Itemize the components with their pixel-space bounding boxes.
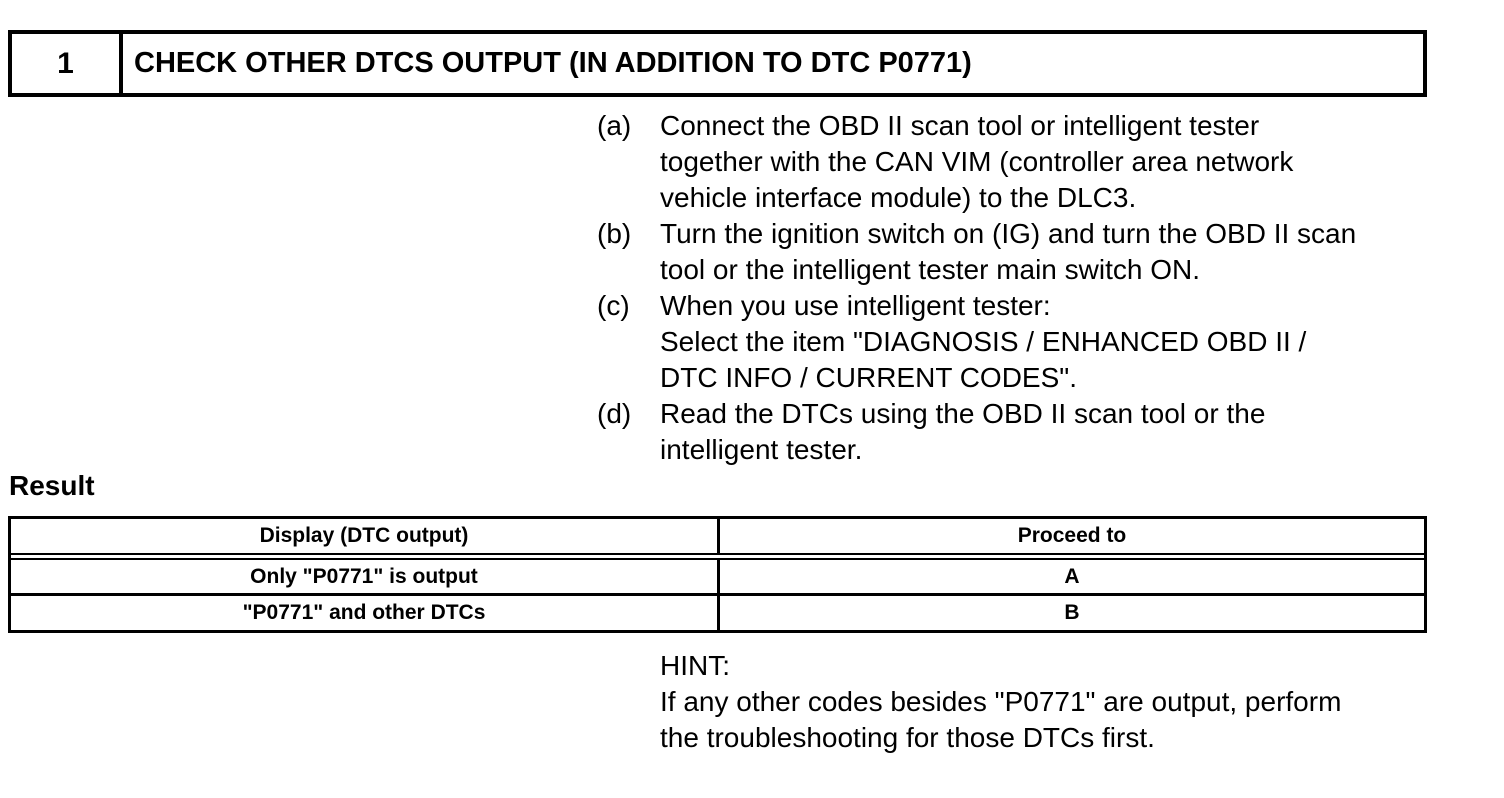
instruction-list: (a) Connect the OBD II scan tool or inte…	[597, 108, 1356, 468]
result-heading: Result	[9, 470, 95, 501]
result-table-row: Only "P0771" is output A	[11, 560, 1424, 596]
step-line: Read the DTCs using the OBD II scan tool…	[660, 398, 1266, 429]
step-line: vehicle interface module) to the DLC3.	[660, 182, 1137, 213]
step-text: Turn the ignition switch on (IG) and tur…	[660, 216, 1356, 288]
instruction-step-d: (d) Read the DTCs using the OBD II scan …	[597, 396, 1356, 468]
instruction-step-b: (b) Turn the ignition switch on (IG) and…	[597, 216, 1356, 288]
step-line: DTC INFO / CURRENT CODES".	[660, 362, 1077, 393]
hint-line: If any other codes besides "P0771" are o…	[660, 686, 1342, 717]
step-header-box: 1 CHECK OTHER DTCS OUTPUT (IN ADDITION T…	[8, 30, 1427, 97]
step-line: tool or the intelligent tester main swit…	[660, 254, 1201, 285]
step-label: (a)	[597, 110, 632, 141]
instruction-step-a: (a) Connect the OBD II scan tool or inte…	[597, 108, 1356, 216]
display-cell: "P0771" and other DTCs	[11, 596, 720, 630]
column-header-proceed-to: Proceed to	[1017, 524, 1127, 547]
step-label: (d)	[597, 398, 632, 429]
step-text: Read the DTCs using the OBD II scan tool…	[660, 396, 1265, 468]
display-cell: Only "P0771" is output	[11, 560, 720, 593]
step-line: intelligent tester.	[660, 434, 863, 465]
step-number: 1	[12, 34, 123, 93]
instruction-step-c: (c) When you use intelligent tester: Sel…	[597, 288, 1356, 396]
result-table: Display (DTC output) Proceed to Only "P0…	[8, 516, 1427, 633]
step-title: CHECK OTHER DTCS OUTPUT (IN ADDITION TO …	[134, 47, 972, 79]
step-label: (b)	[597, 218, 632, 249]
step-text: Connect the OBD II scan tool or intellig…	[660, 108, 1293, 216]
hint-line: the troubleshooting for those DTCs first…	[660, 722, 1155, 753]
step-line: Connect the OBD II scan tool or intellig…	[660, 110, 1260, 141]
result-table-header-row: Display (DTC output) Proceed to	[11, 519, 1424, 560]
step-text: When you use intelligent tester: Select …	[660, 288, 1306, 396]
hint-label: HINT:	[660, 650, 730, 681]
column-header-display: Display (DTC output)	[11, 519, 720, 553]
step-line: Turn the ignition switch on (IG) and tur…	[660, 218, 1357, 249]
result-table-row: "P0771" and other DTCs B	[11, 596, 1424, 630]
proceed-to-cell: B	[1064, 601, 1080, 624]
step-label: (c)	[597, 290, 630, 321]
step-line: Select the item "DIAGNOSIS / ENHANCED OB…	[660, 326, 1307, 357]
hint-block: HINT: If any other codes besides "P0771"…	[660, 648, 1341, 756]
proceed-to-cell: A	[1064, 564, 1080, 588]
step-line: When you use intelligent tester:	[660, 290, 1051, 321]
step-line: together with the CAN VIM (controller ar…	[660, 146, 1294, 177]
